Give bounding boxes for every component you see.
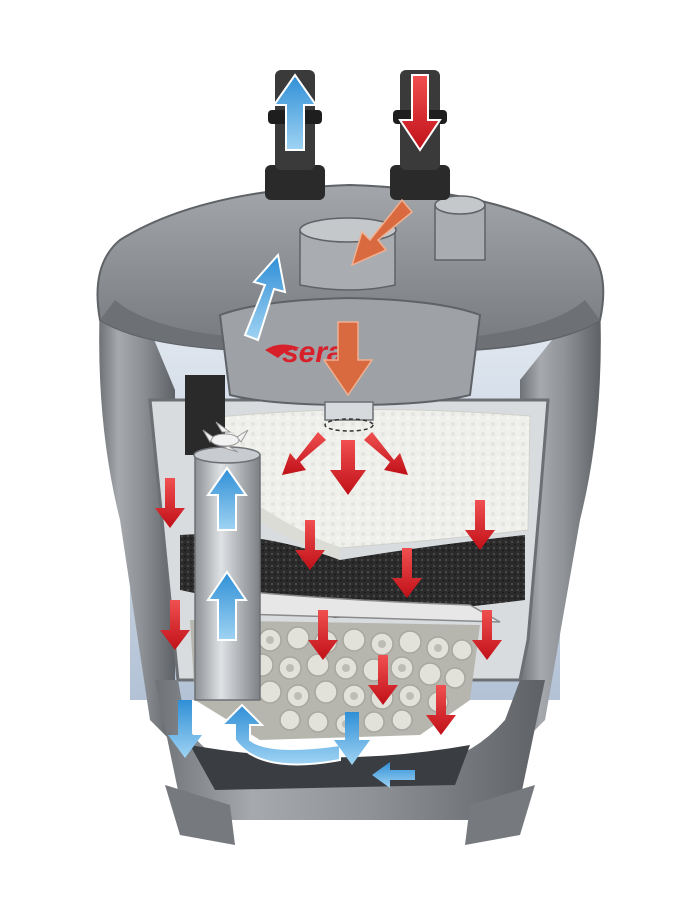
inflow-arrow-spray-center	[330, 440, 366, 495]
impeller	[202, 421, 249, 453]
inflow-arrow-lid-diagonal	[350, 198, 414, 267]
tube-rim	[193, 446, 261, 464]
lid-rim-right	[458, 300, 600, 350]
outflow-arrow-tube-upper	[206, 466, 248, 531]
outflow-arrow-right-bottom	[372, 762, 415, 788]
left-foot	[165, 785, 235, 845]
outflow-arrow-outlet	[272, 73, 318, 151]
diffuser-outlet	[324, 418, 374, 432]
inflow-arrow-lid-down	[322, 321, 374, 397]
inflow-arrow-spray-left	[282, 432, 326, 475]
inflow-arrows	[282, 74, 442, 495]
inlet-boss-top	[299, 217, 397, 243]
inflow-arrow-spray-right	[364, 432, 408, 475]
outflow-arrow-left-bottom	[168, 700, 202, 758]
inflow-arrow-inlet	[398, 74, 442, 152]
logo-swoosh	[265, 344, 300, 358]
right-boss-top	[434, 195, 486, 215]
right-boss	[434, 204, 486, 261]
outflow-arrows	[168, 73, 415, 788]
right-foot	[465, 785, 535, 845]
grid-plate	[228, 589, 501, 623]
lid-rim-left	[100, 300, 245, 350]
diffuser	[324, 401, 374, 421]
outflow-arrow-tube-lower	[206, 570, 248, 641]
outflow-arrow-mid-bottom	[334, 712, 370, 765]
outflow-arrow-bottom-curve	[219, 703, 341, 766]
outflow-arrow-lid	[243, 252, 287, 342]
